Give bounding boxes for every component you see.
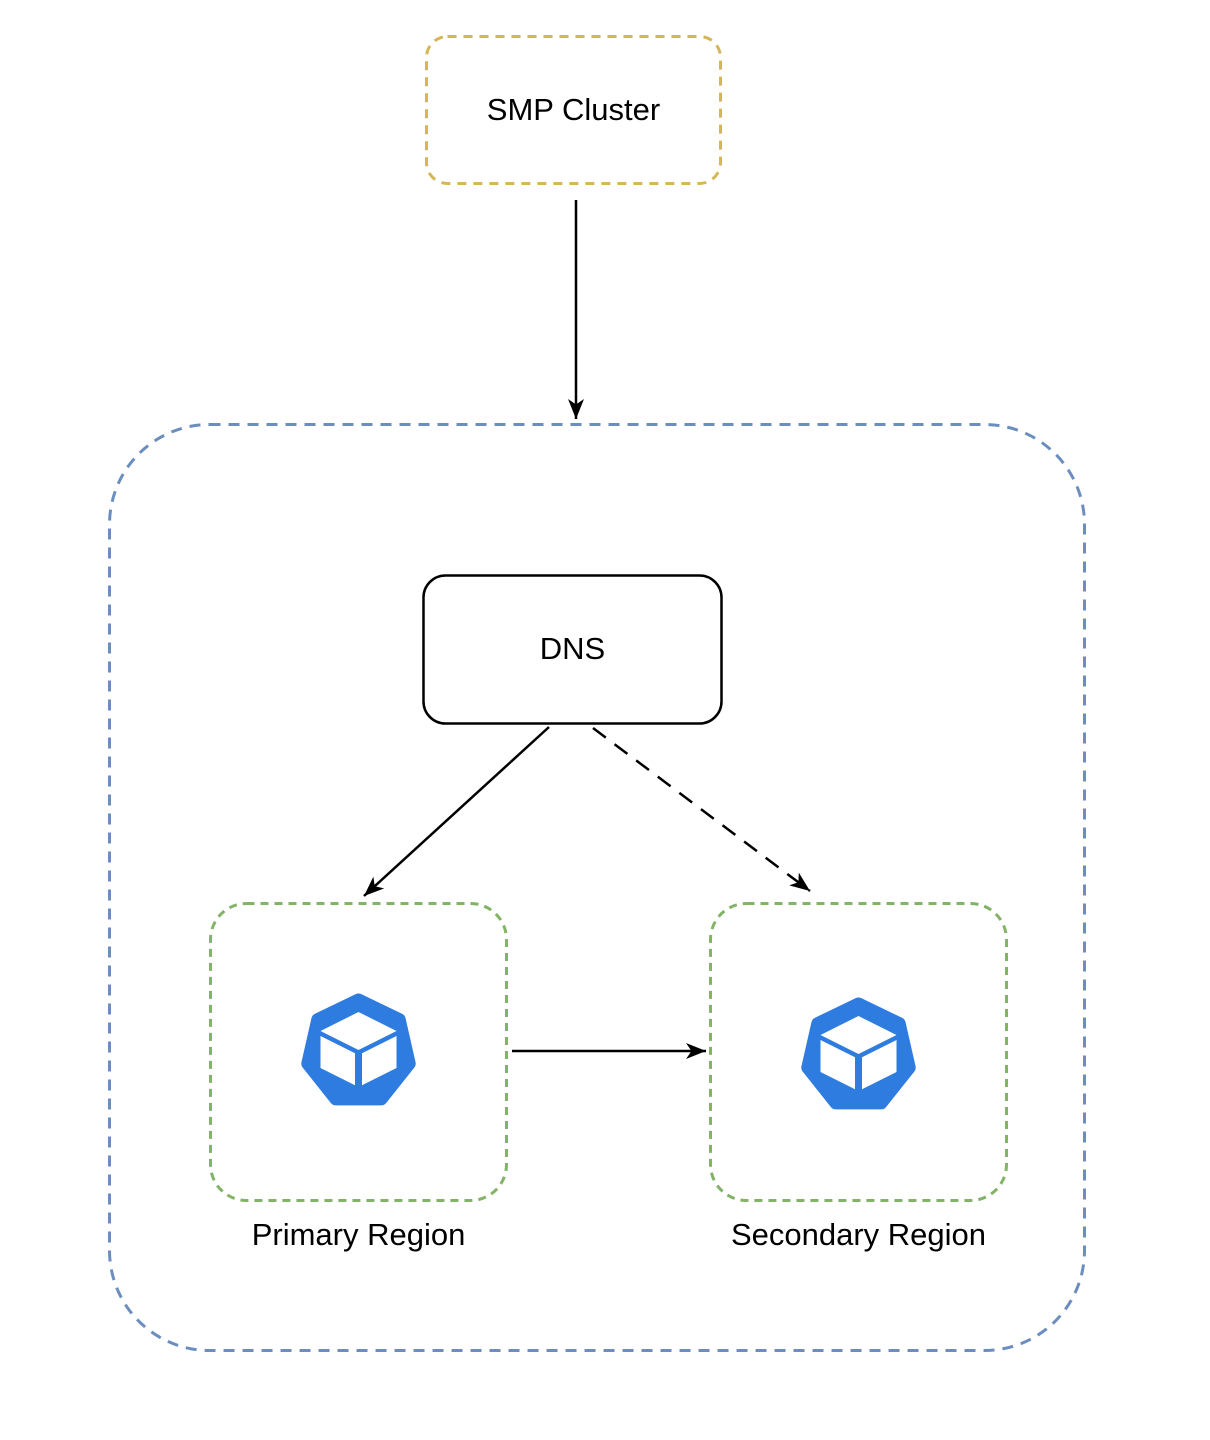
cube-left-face [820,1040,855,1090]
edge-dns-to-primary [363,726,550,897]
smp-cluster-label: SMP Cluster [486,92,661,128]
kubernetes-cube-icon [301,993,416,1106]
cube-right-face [362,1036,397,1086]
edge-dns-to-secondary [592,727,811,892]
smp-cluster-box [425,35,722,185]
cluster-container-box [108,423,1086,1352]
primary-region-label: Primary Region [251,1217,466,1253]
secondary-region-label: Secondary Region [730,1217,987,1253]
cube-right-face [862,1040,897,1090]
kubernetes-cube-icon [801,997,916,1110]
cube-top-face [820,1016,897,1054]
dns-box [422,574,723,725]
cube-left-face [320,1036,355,1086]
cube-top-face [320,1012,397,1050]
dns-label: DNS [539,631,606,667]
